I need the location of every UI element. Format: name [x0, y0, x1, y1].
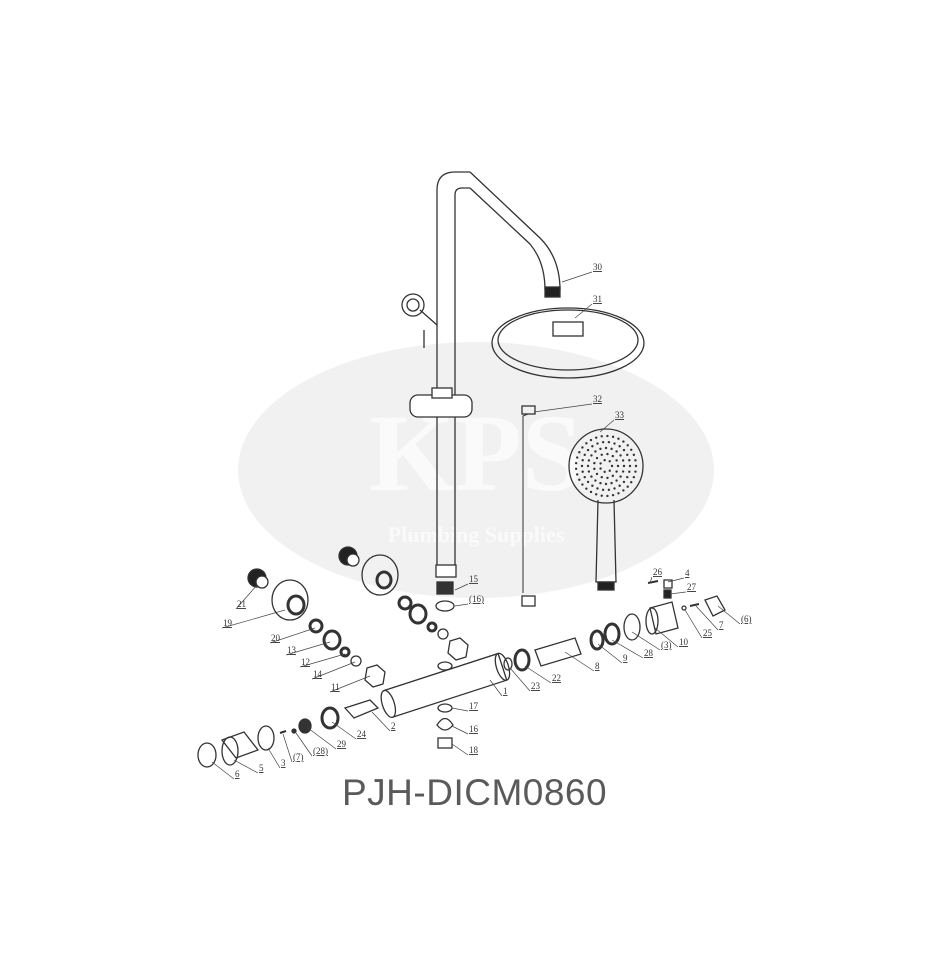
rain-head [491, 307, 645, 379]
part-label: 20 [271, 633, 281, 643]
hand-shower-head [568, 428, 644, 504]
leader-line [561, 271, 593, 283]
part-label: 15 [469, 574, 479, 584]
part-label: 14 [313, 669, 323, 679]
part-label: 10 [679, 637, 689, 647]
leader-line [451, 725, 469, 735]
part-label: 8 [595, 661, 600, 671]
leader-line [654, 627, 679, 648]
leader-line [524, 665, 552, 684]
leader-line [611, 639, 644, 659]
leader-line [307, 727, 337, 750]
part-label: 7 [719, 620, 724, 630]
watermark: KPS Plumbing Supplies [238, 342, 714, 598]
part-label: 18 [469, 745, 479, 755]
leader-line [295, 732, 313, 757]
part-label: 30 [593, 262, 603, 272]
part-label: 24 [357, 729, 367, 739]
leader-line [649, 576, 653, 584]
product-code: PJH-DICM0860 [342, 772, 608, 813]
part-label: 29 [337, 739, 347, 749]
leader-line [717, 605, 741, 625]
part-label: 12 [301, 657, 310, 667]
leader-line [454, 603, 469, 607]
leader-line [285, 641, 331, 656]
leader-line [564, 651, 595, 672]
leader-line [269, 627, 316, 644]
part-label: 17 [469, 701, 479, 711]
part-label: 1 [503, 686, 508, 696]
part-label: (6) [741, 614, 752, 624]
parts [197, 171, 726, 768]
leader-line [631, 631, 661, 651]
shower-arm [469, 171, 561, 291]
leader-line [533, 403, 593, 413]
part-label: 27 [687, 582, 697, 592]
part-label: 16 [469, 724, 479, 734]
leader-line [695, 605, 719, 631]
leader-line [454, 583, 469, 591]
part-label: 26 [653, 567, 663, 577]
leader-line [669, 591, 687, 595]
part-label: 22 [552, 673, 561, 683]
leader-line [451, 743, 469, 756]
part-label: 9 [623, 653, 628, 663]
leader-line [211, 761, 235, 780]
leader-line [233, 759, 259, 774]
part-label: 28 [644, 648, 654, 658]
thermostatic-bar-body [380, 652, 511, 719]
leader-line [574, 303, 593, 319]
part-label: (3) [661, 640, 672, 650]
part-label: 21 [237, 599, 246, 609]
shower-riser [436, 171, 470, 570]
leader-line [235, 584, 258, 610]
part-label: (28) [313, 746, 328, 756]
leader-line [329, 675, 371, 693]
part-label: 13 [287, 645, 297, 655]
leader-line [221, 609, 286, 629]
part-label: 5 [259, 763, 264, 773]
part-label: 33 [615, 410, 625, 420]
leader-line [371, 711, 391, 732]
leader-line [667, 577, 685, 583]
leader-line [597, 643, 623, 664]
part-label: 3 [281, 758, 286, 768]
leader-line [599, 419, 615, 433]
part-label: 11 [331, 682, 340, 692]
leader-line [282, 733, 293, 763]
part-label: 19 [223, 618, 233, 628]
part-label: 25 [703, 628, 713, 638]
part-label: 32 [593, 394, 602, 404]
part-label: 2 [391, 721, 396, 731]
part-label: (16) [469, 594, 484, 604]
leader-line [311, 661, 356, 680]
watermark-brand: KPS [369, 392, 583, 514]
leader-line [267, 747, 281, 769]
part-label: 4 [685, 568, 690, 578]
part-label: 6 [235, 769, 240, 779]
shower-hose [522, 413, 529, 593]
part-label: 23 [531, 681, 541, 691]
leader-line [509, 667, 531, 692]
leader-line [299, 653, 346, 668]
watermark-tagline: Plumbing Supplies [388, 522, 565, 547]
leader-line [489, 679, 503, 697]
leader-line [331, 721, 357, 740]
leader-line [684, 609, 703, 639]
part-label: 31 [593, 294, 602, 304]
leader-line [451, 707, 469, 712]
part-label: (7) [293, 752, 304, 762]
